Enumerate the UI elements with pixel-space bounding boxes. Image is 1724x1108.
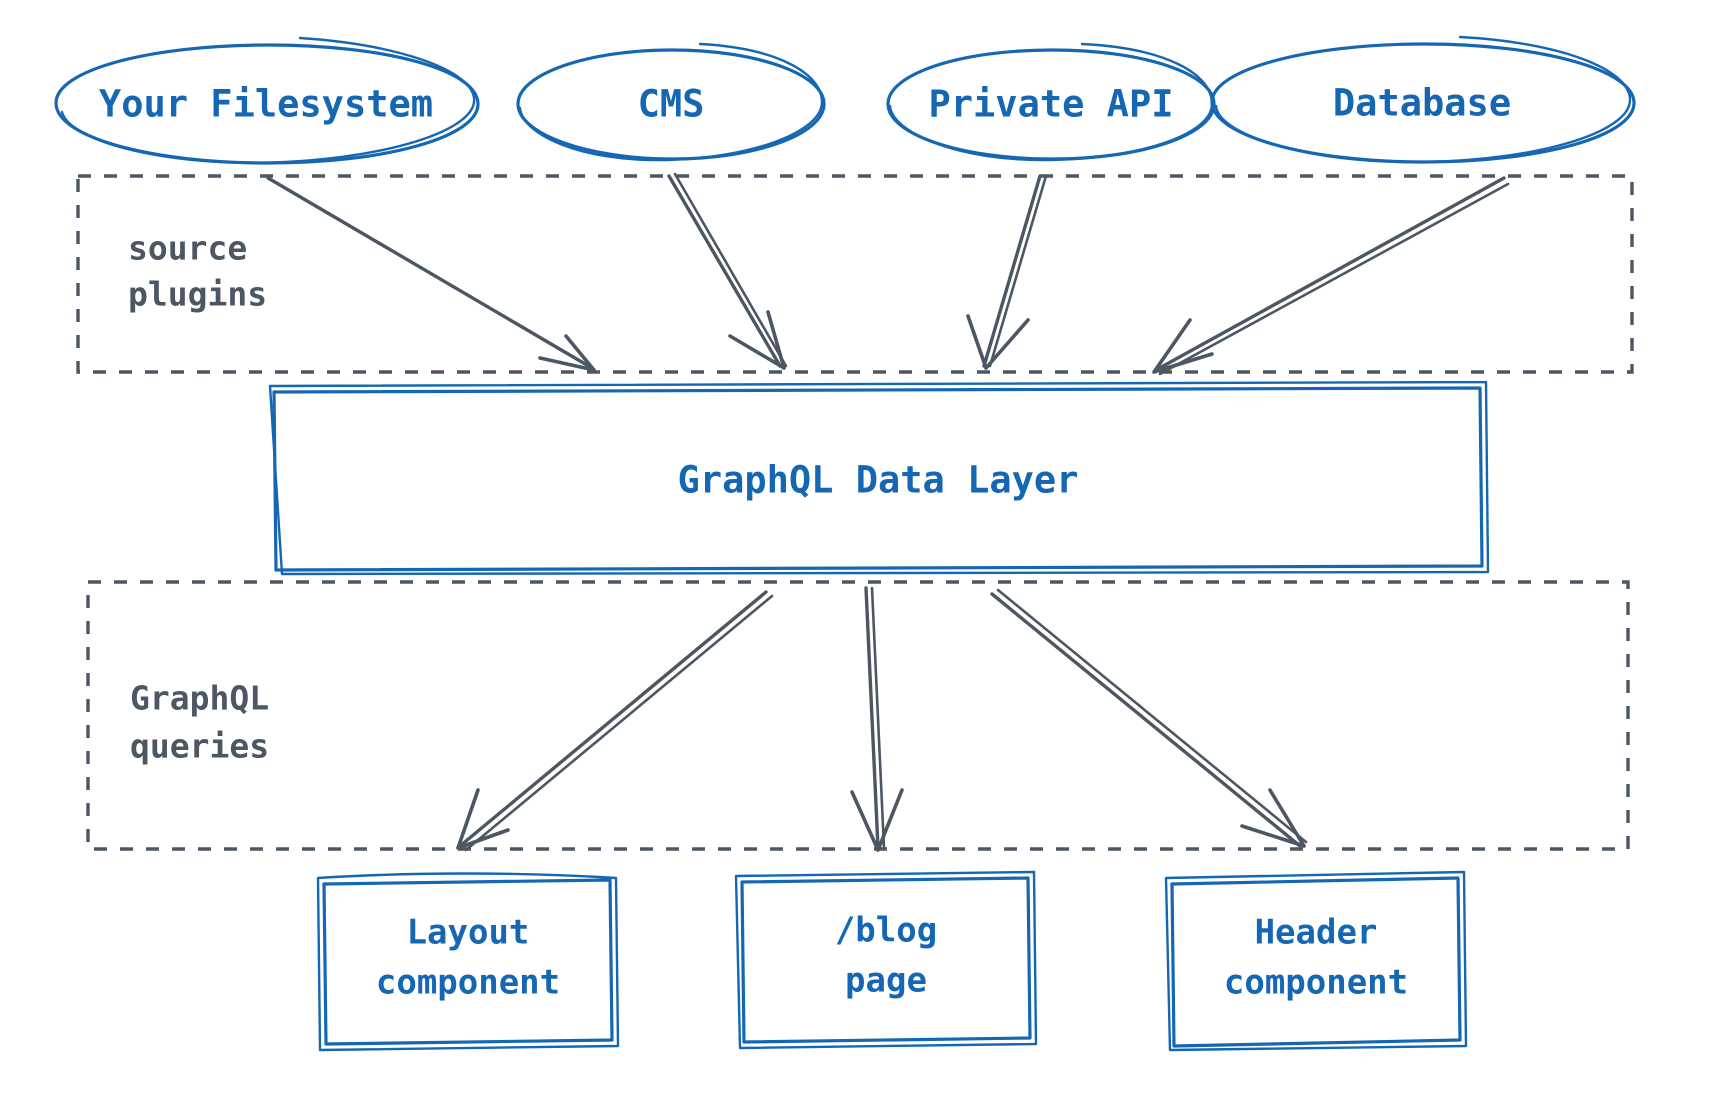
- data-layer-label: GraphQL Data Layer: [678, 459, 1079, 502]
- graphql-data-layer-node[interactable]: GraphQL Data Layer: [268, 380, 1490, 576]
- header-arrow-head: [1240, 788, 1306, 848]
- source-node-private-api[interactable]: Private API: [886, 42, 1216, 162]
- header-label-line2: component: [1224, 963, 1408, 1003]
- private-api-arrow-shaft-2: [988, 174, 1048, 368]
- filesystem-arrow-shaft: [266, 176, 594, 370]
- blog-box-outline: [740, 876, 1032, 1044]
- cms-arrow-head: [728, 310, 786, 370]
- filesystem-label: Your Filesystem: [99, 83, 433, 126]
- blog-arrow-shaft: [864, 586, 880, 850]
- connector-cms-to-layer: [667, 172, 788, 370]
- cms-label: CMS: [638, 83, 705, 126]
- blog-arrow-shaft-2: [870, 586, 886, 850]
- graphql-queries-label-line2: queries: [130, 727, 269, 766]
- cms-arrow-shaft-2: [673, 172, 788, 368]
- source-node-filesystem[interactable]: Your Filesystem: [54, 36, 480, 165]
- private-api-label: Private API: [928, 83, 1173, 126]
- group-graphql-queries: GraphQL queries: [86, 580, 1630, 851]
- header-label-line1: Header: [1255, 913, 1378, 953]
- consumer-node-blog-page[interactable]: /blog page: [734, 870, 1038, 1050]
- graphql-queries-boundary: [86, 580, 1630, 851]
- connector-layer-to-layout: [456, 590, 774, 852]
- connector-database-to-layer: [1152, 176, 1510, 376]
- consumer-node-layout-component[interactable]: Layout component: [316, 872, 620, 1052]
- private-api-arrow-shaft: [982, 174, 1042, 368]
- graphql-queries-label-line1: GraphQL: [130, 679, 269, 718]
- database-arrow-shaft-2: [1158, 182, 1510, 376]
- layout-arrow-shaft: [458, 590, 768, 848]
- filesystem-arrow-head: [538, 334, 596, 372]
- connector-private-api-to-layer: [966, 174, 1048, 370]
- database-arrow-shaft: [1154, 176, 1506, 372]
- source-node-database[interactable]: Database: [1210, 35, 1636, 164]
- source-plugins-label-line2: plugins: [128, 275, 267, 314]
- database-label: Database: [1333, 82, 1511, 125]
- database-ellipse-overstroke: [1214, 35, 1632, 164]
- private-api-ellipse-overstroke: [888, 42, 1214, 162]
- layout-arrow-head: [456, 788, 510, 850]
- data-layer-box-outline: [272, 386, 1484, 572]
- private-api-ellipse-outline: [886, 48, 1216, 161]
- header-arrow-shaft: [990, 592, 1302, 848]
- source-node-cms[interactable]: CMS: [516, 42, 826, 162]
- cms-arrow-shaft: [667, 174, 782, 368]
- blog-box-overstroke: [734, 870, 1038, 1050]
- cms-ellipse-overstroke: [518, 42, 824, 162]
- header-box-outline: [1170, 876, 1462, 1048]
- layout-label-line1: Layout: [407, 913, 530, 953]
- database-arrow-head: [1152, 318, 1214, 374]
- layout-box-overstroke: [316, 872, 620, 1052]
- layout-box-outline: [322, 878, 614, 1046]
- layout-label-line2: component: [376, 963, 560, 1003]
- data-layer-box-overstroke: [268, 380, 1490, 576]
- blog-arrow-head: [850, 788, 904, 852]
- connector-layer-to-blog: [850, 586, 904, 852]
- layout-arrow-shaft-2: [464, 594, 774, 852]
- header-box-overstroke: [1164, 870, 1468, 1052]
- blog-label-line2: page: [845, 961, 927, 1001]
- filesystem-ellipse-overstroke: [60, 36, 476, 165]
- cms-ellipse-outline: [516, 48, 826, 161]
- source-plugins-boundary: [76, 174, 1634, 374]
- connector-filesystem-to-layer: [266, 176, 596, 372]
- blog-label-line1: /blog: [835, 911, 937, 951]
- consumer-node-header-component[interactable]: Header component: [1164, 870, 1468, 1052]
- header-arrow-shaft-2: [996, 588, 1308, 844]
- private-api-arrow-head: [966, 314, 1030, 370]
- source-plugins-label-line1: source: [128, 229, 247, 268]
- group-source-plugins: source plugins: [76, 174, 1634, 374]
- connector-layer-to-header: [990, 588, 1308, 848]
